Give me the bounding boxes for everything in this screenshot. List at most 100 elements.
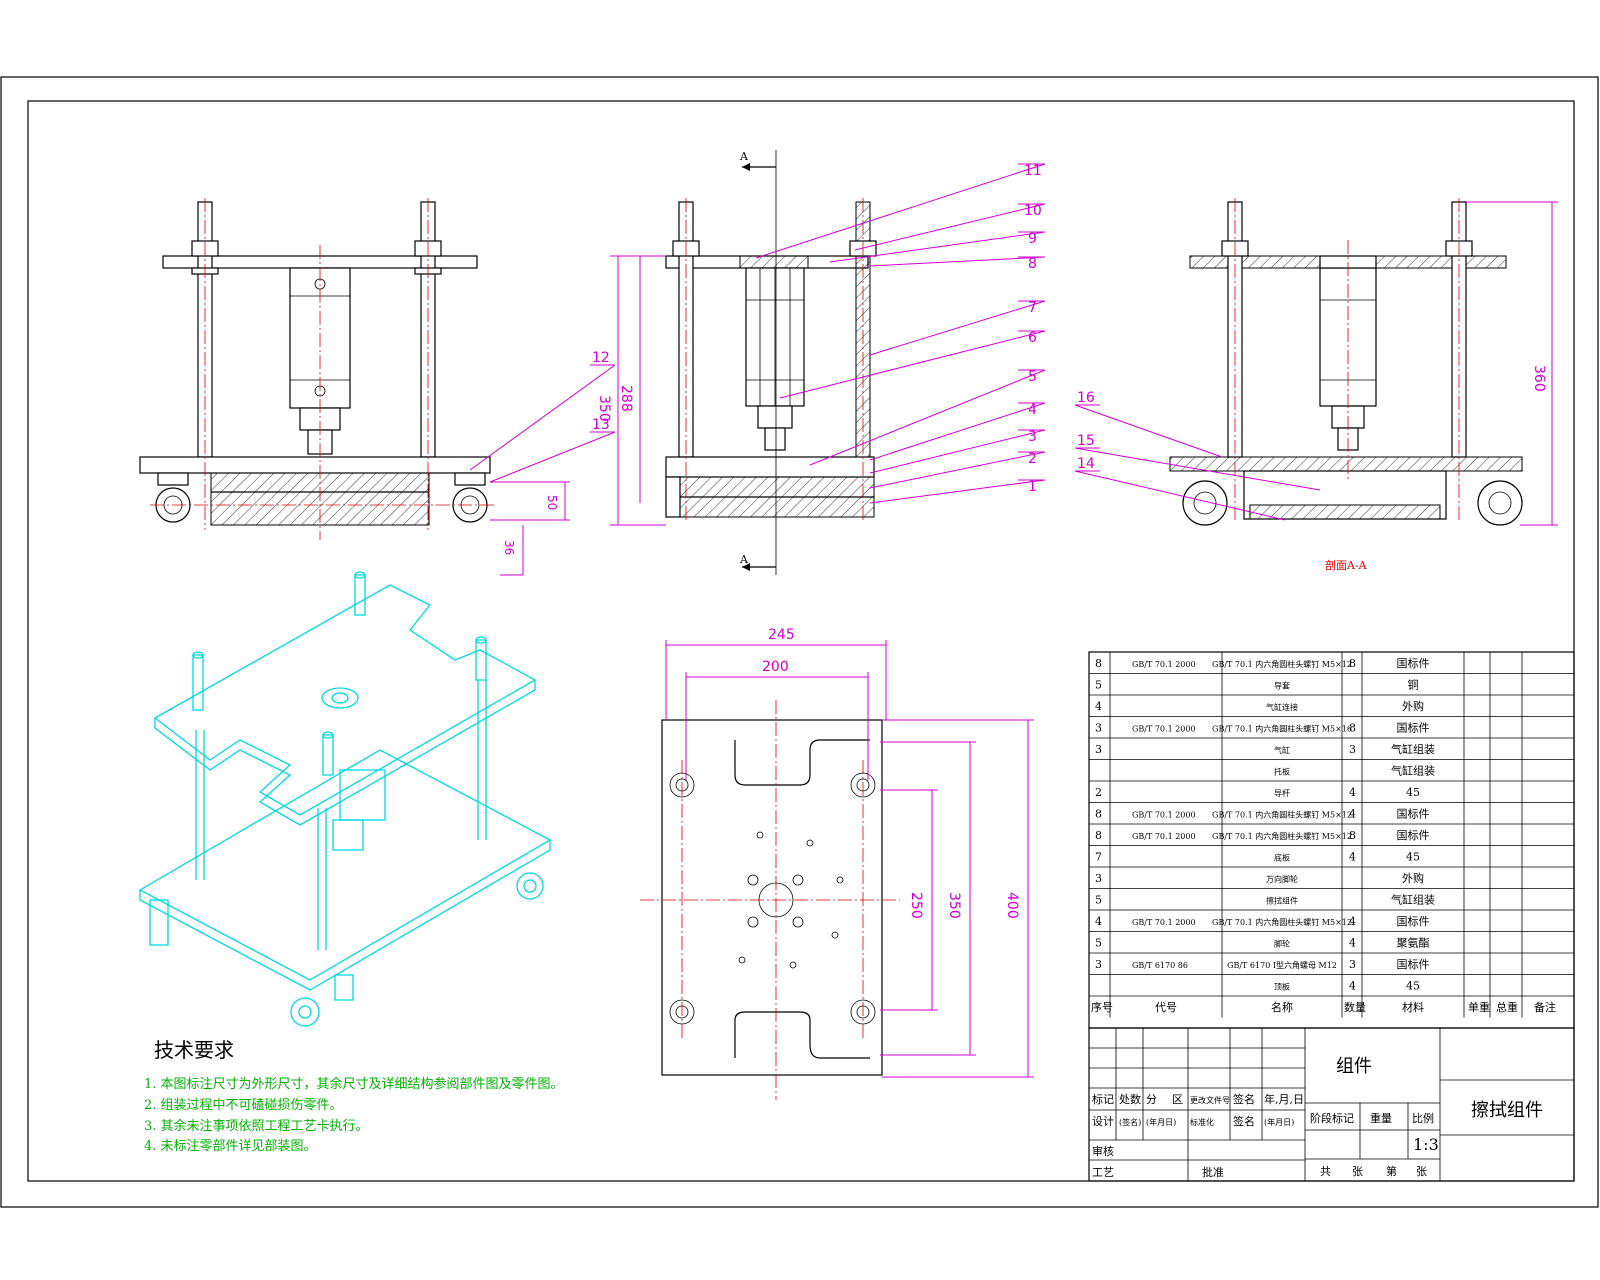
bom-cell: GB/T 70.1 2000 bbox=[1132, 660, 1196, 669]
dim-top-400: 400 bbox=[1004, 892, 1020, 919]
bom-cell: GB/T 70.1 内六角圆柱头螺钉 M5×12 bbox=[1212, 659, 1352, 669]
dim-top-245: 245 bbox=[768, 627, 795, 643]
tb-m0: 设计 bbox=[1092, 1115, 1114, 1128]
tech-title: 技术要求 bbox=[154, 1038, 234, 1062]
outer-border bbox=[0, 76, 1599, 1208]
top-view: 245 200 250 350 400 bbox=[640, 627, 1034, 1100]
balloon-11: 11 bbox=[1024, 163, 1042, 179]
bom-cell: GB/T 70.1 内六角圆柱头螺钉 M5×12 bbox=[1212, 917, 1352, 927]
bom-cell: 4 bbox=[1349, 851, 1356, 864]
bom-cell: 5 bbox=[1095, 937, 1102, 950]
bom-header-cell: 序号 bbox=[1091, 1000, 1113, 1014]
balloon-14: 14 bbox=[1077, 456, 1095, 472]
bom-cell: 5 bbox=[1095, 894, 1102, 907]
dim-front-36: 36 bbox=[502, 540, 516, 555]
bom-cell: 导套 bbox=[1274, 681, 1290, 691]
bom-cell: 3 bbox=[1095, 958, 1102, 971]
bom-cell: 3 bbox=[1095, 743, 1102, 756]
tb-name: 擦拭组件 bbox=[1471, 1100, 1543, 1121]
bom-cell: 8 bbox=[1095, 657, 1102, 670]
tb-l0: 标记 bbox=[1092, 1092, 1114, 1106]
bom-cell: 8 bbox=[1095, 808, 1102, 821]
bom-cell: 4 bbox=[1095, 700, 1102, 713]
balloon-16: 16 bbox=[1077, 390, 1095, 406]
dim-top-250: 250 bbox=[908, 892, 924, 919]
tb-l6: 年,月,日 bbox=[1264, 1092, 1304, 1106]
section-view: A A bbox=[665, 150, 877, 575]
bom-cell: 4 bbox=[1349, 937, 1356, 950]
balloon-1: 1 bbox=[1028, 479, 1037, 495]
tb-l5: 签名 bbox=[1233, 1092, 1255, 1106]
bom-cell: GB/T 70.1 2000 bbox=[1132, 725, 1196, 734]
tb-sheet-2: 第 bbox=[1386, 1164, 1397, 1178]
tb-l2: 分 bbox=[1146, 1093, 1157, 1106]
tb-scale: 1:3 bbox=[1413, 1135, 1439, 1154]
balloon-6: 6 bbox=[1028, 330, 1037, 346]
tb-sheet-0: 共 bbox=[1320, 1165, 1331, 1178]
bom-cell: 底板 bbox=[1274, 853, 1290, 863]
tb-m2: (年月日) bbox=[1146, 1117, 1176, 1127]
bom-cell: 4 bbox=[1095, 915, 1102, 928]
bom-cell: GB/T 70.1 2000 bbox=[1132, 811, 1196, 820]
bom-cell: 3 bbox=[1349, 958, 1356, 971]
title-block: 组件 擦拭组件 标记 处数 分 区 更改文件号 签名 年,月,日 设计 (签名)… bbox=[1088, 1027, 1575, 1182]
balloon-13: 13 bbox=[592, 417, 610, 433]
tb-weight: 重量 bbox=[1370, 1111, 1392, 1125]
bom-cell: GB/T 70.1 2000 bbox=[1132, 832, 1196, 841]
dimensions: 350 288 50 36 360 bbox=[490, 201, 1558, 576]
bom-cell: GB/T 70.1 内六角圆柱头螺钉 M5×16 bbox=[1212, 724, 1352, 734]
tb-review: 审核 bbox=[1092, 1144, 1114, 1158]
tb-l3: 区 bbox=[1172, 1093, 1183, 1106]
bom-cell: 气缸组装 bbox=[1391, 742, 1435, 756]
isometric-view bbox=[138, 571, 552, 1027]
balloon-2: 2 bbox=[1028, 451, 1037, 467]
bom-header-cell: 总重 bbox=[1496, 1000, 1518, 1014]
bom-cell: 国标件 bbox=[1397, 914, 1430, 928]
balloon-8: 8 bbox=[1028, 256, 1037, 272]
dim-front-350: 350 bbox=[596, 395, 612, 422]
bom-cell: 国标件 bbox=[1397, 807, 1430, 821]
bom-cell: 4 bbox=[1349, 808, 1356, 821]
tb-m5: (年月日) bbox=[1264, 1117, 1294, 1127]
bom-cell: GB/T 70.1 2000 bbox=[1132, 918, 1196, 927]
bom-header-cell: 材料 bbox=[1402, 1000, 1424, 1014]
bom-cell: 聚氨酯 bbox=[1397, 937, 1430, 950]
bom-cell: 擦拭组件 bbox=[1266, 896, 1298, 906]
balloon-5: 5 bbox=[1028, 369, 1037, 385]
balloon-4: 4 bbox=[1028, 402, 1037, 418]
bom-header-cell: 数量 bbox=[1344, 1001, 1366, 1014]
tb-approve: 批准 bbox=[1202, 1165, 1224, 1179]
dim-side-360: 360 bbox=[1531, 365, 1547, 392]
bom-cell: 托板 bbox=[1274, 767, 1290, 777]
bom-cell: 5 bbox=[1095, 679, 1102, 692]
bom-cell: GB/T 70.1 内六角圆柱头螺钉 M5×12 bbox=[1212, 810, 1352, 820]
bom-cell: 导杆 bbox=[1274, 788, 1290, 798]
bom-cell: 气缸组装 bbox=[1391, 764, 1435, 778]
bom-header-cell: 名称 bbox=[1271, 1000, 1293, 1014]
tb-sheet-1: 张 bbox=[1352, 1165, 1363, 1178]
balloon-3: 3 bbox=[1028, 429, 1037, 445]
dim-top-200: 200 bbox=[762, 659, 789, 675]
balloon-10: 10 bbox=[1024, 203, 1042, 219]
tb-stage: 阶段标记 bbox=[1310, 1111, 1354, 1125]
bom-cell: 2 bbox=[1095, 786, 1102, 799]
bom-cell: 4 bbox=[1349, 786, 1356, 799]
bom-cell: GB/T 6170 I型六角螺母 M12 bbox=[1227, 960, 1337, 970]
bom-cell: 45 bbox=[1406, 980, 1420, 993]
bom-cell: 外购 bbox=[1402, 699, 1424, 713]
front-view bbox=[139, 198, 495, 540]
bom-cell: GB/T 70.1 内六角圆柱头螺钉 M5×12 bbox=[1212, 831, 1352, 841]
bom-cell: 3 bbox=[1095, 872, 1102, 885]
bom-cell: 3 bbox=[1349, 743, 1356, 756]
bom-cell: 45 bbox=[1406, 786, 1420, 799]
tech-item-1: 1. 本图标注尺寸为外形尺寸，其余尺寸及详细结构参阅部件图及零件图。 bbox=[144, 1076, 564, 1092]
bom-cell: 国标件 bbox=[1397, 656, 1430, 670]
bom-cell: 8 bbox=[1349, 722, 1356, 735]
balloon-7: 7 bbox=[1028, 300, 1037, 316]
tech-requirements: 技术要求 1. 本图标注尺寸为外形尺寸，其余尺寸及详细结构参阅部件图及零件图。 … bbox=[144, 1038, 564, 1154]
section-mark-top: A bbox=[739, 150, 749, 163]
bom-cell: 国标件 bbox=[1397, 828, 1430, 842]
bom-cell: 铜 bbox=[1408, 678, 1419, 692]
